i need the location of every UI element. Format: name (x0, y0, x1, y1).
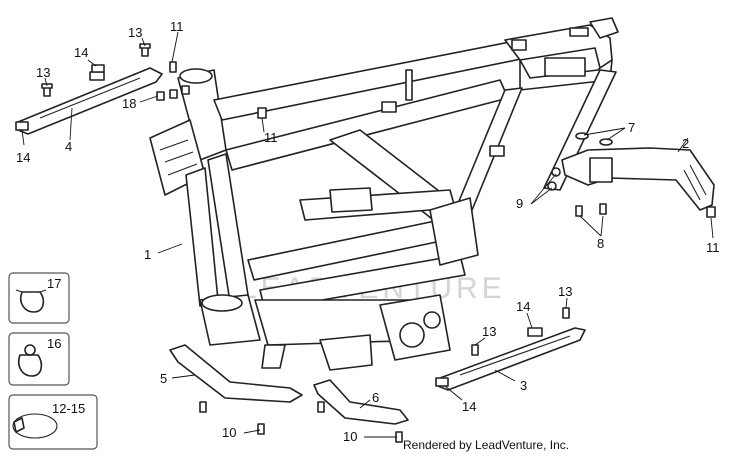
callout-7: 7 (628, 120, 635, 135)
leader-lines (21, 31, 714, 438)
callout-14-left: 14 (16, 150, 30, 165)
callout-14-top: 14 (74, 45, 88, 60)
callout-8: 8 (597, 236, 604, 251)
callout-6: 6 (372, 390, 379, 405)
callout-14-right: 14 (516, 299, 530, 314)
inset-16-label: 16 (47, 336, 61, 351)
callout-11-right: 11 (706, 240, 720, 255)
inset-17-label: 17 (47, 276, 61, 291)
callout-9: 9 (516, 196, 523, 211)
callout-11-top: 11 (170, 19, 184, 34)
callout-18: 18 (122, 96, 136, 111)
callout-13-top: 13 (128, 25, 142, 40)
callout-10-left: 10 (222, 425, 236, 440)
left-footrest-bracket[interactable] (169, 344, 303, 403)
callout-13-left: 13 (36, 65, 50, 80)
render-credit: Rendered by LeadVenture, Inc. (403, 438, 570, 452)
left-upper-rail[interactable] (15, 67, 163, 135)
inset-12-15[interactable]: 12-15 (8, 394, 98, 450)
callout-5: 5 (160, 371, 167, 386)
callout-14-bottom: 14 (462, 399, 476, 414)
right-lower-rail[interactable] (435, 327, 586, 391)
callout-1: 1 (144, 247, 151, 262)
right-footrest-bracket[interactable] (313, 379, 409, 425)
callout-10-right: 10 (343, 429, 357, 444)
inset-12-15-label: 12-15 (52, 401, 85, 416)
callout-13-mid: 13 (482, 324, 496, 339)
callout-labels: 1 2 3 4 5 6 7 8 9 10 10 11 11 11 13 13 1… (16, 19, 720, 444)
rear-grab-bar[interactable] (561, 147, 715, 211)
callout-3: 3 (520, 378, 527, 393)
inset-16[interactable]: 16 (8, 332, 70, 386)
callout-2: 2 (682, 136, 689, 151)
inset-17[interactable]: 17 (8, 272, 70, 324)
callout-13-right: 13 (558, 284, 572, 299)
callout-11-mid: 11 (264, 130, 278, 145)
main-frame[interactable] (149, 17, 619, 371)
callout-4: 4 (65, 139, 72, 154)
